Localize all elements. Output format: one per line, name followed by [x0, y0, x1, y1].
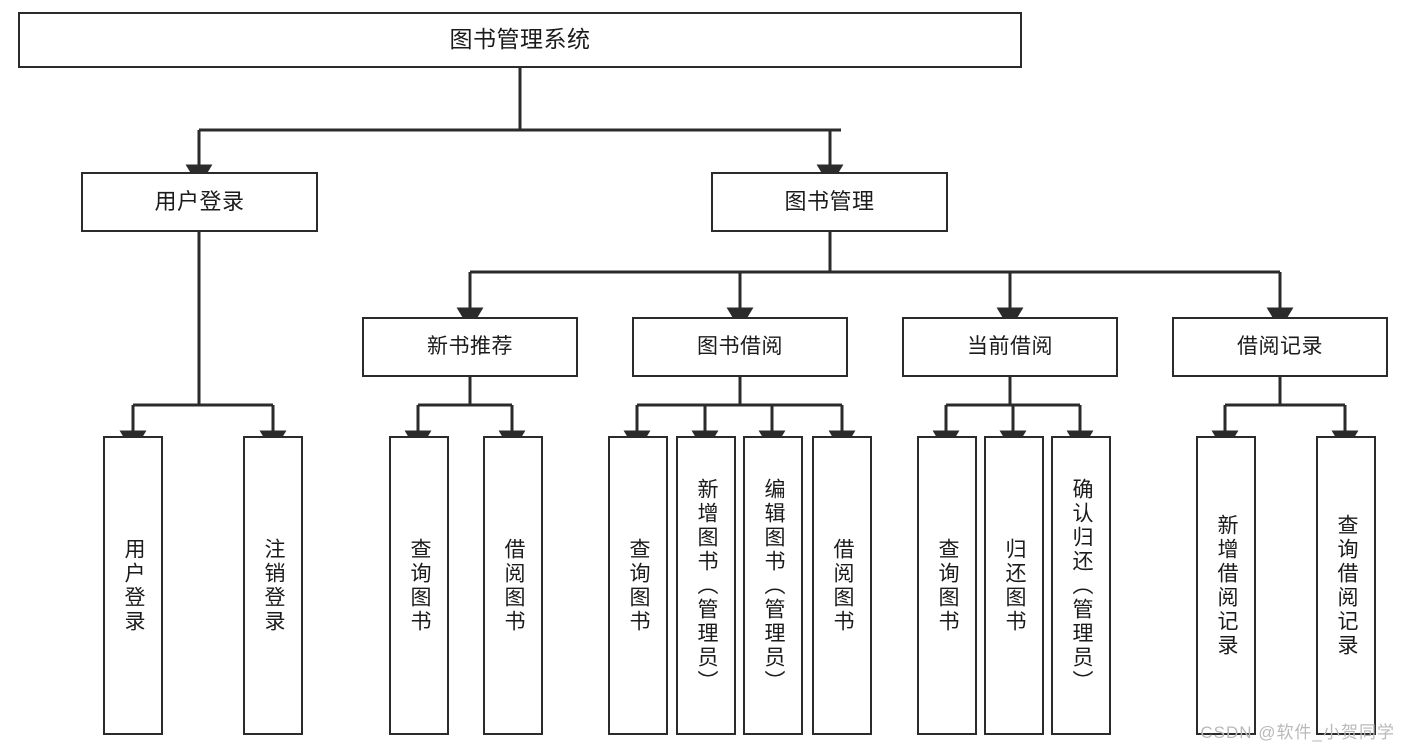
leaf-borrow-book[interactable]: 借阅图书	[812, 436, 872, 735]
leaf-query-book-recommend[interactable]: 查询图书	[389, 436, 449, 735]
node-book-management[interactable]: 图书管理	[711, 172, 948, 232]
leaf-confirm-return-label: 确认归还（管理员）	[1070, 477, 1094, 694]
node-new-book-recommend-label: 新书推荐	[427, 334, 513, 358]
node-borrow-record-label: 借阅记录	[1237, 334, 1323, 358]
node-user-login[interactable]: 用户登录	[81, 172, 318, 232]
leaf-logout-label: 注销登录	[262, 537, 286, 634]
leaf-query-book-recommend-label: 查询图书	[408, 537, 432, 634]
leaf-query-book-borrow[interactable]: 查询图书	[608, 436, 668, 735]
leaf-return-book[interactable]: 归还图书	[984, 436, 1044, 735]
node-current-borrow-label: 当前借阅	[967, 334, 1053, 358]
node-book-borrow[interactable]: 图书借阅	[632, 317, 848, 377]
node-user-login-label: 用户登录	[154, 189, 245, 215]
leaf-query-book-borrow-label: 查询图书	[627, 537, 651, 634]
csdn-watermark: CSDN @软件_小贺同学	[1200, 723, 1395, 742]
leaf-add-book-label: 新增图书（管理员）	[695, 477, 719, 694]
leaf-user-login-label: 用户登录	[122, 537, 146, 634]
leaf-borrow-book-recommend[interactable]: 借阅图书	[483, 436, 543, 735]
node-new-book-recommend[interactable]: 新书推荐	[362, 317, 578, 377]
node-root-label: 图书管理系统	[449, 26, 591, 53]
leaf-add-borrow-record-label: 新增借阅记录	[1215, 513, 1239, 658]
leaf-add-borrow-record[interactable]: 新增借阅记录	[1196, 436, 1256, 735]
leaf-edit-book[interactable]: 编辑图书（管理员）	[743, 436, 803, 735]
node-borrow-record[interactable]: 借阅记录	[1172, 317, 1388, 377]
leaf-query-book-current[interactable]: 查询图书	[917, 436, 977, 735]
leaf-logout[interactable]: 注销登录	[243, 436, 303, 735]
leaf-edit-book-label: 编辑图书（管理员）	[762, 477, 786, 694]
leaf-return-book-label: 归还图书	[1003, 537, 1027, 634]
leaf-confirm-return[interactable]: 确认归还（管理员）	[1051, 436, 1111, 735]
leaf-query-borrow-record[interactable]: 查询借阅记录	[1316, 436, 1376, 735]
leaf-query-book-current-label: 查询图书	[936, 537, 960, 634]
leaf-borrow-book-label: 借阅图书	[831, 537, 855, 634]
leaf-user-login[interactable]: 用户登录	[103, 436, 163, 735]
node-root-system[interactable]: 图书管理系统	[18, 12, 1022, 68]
node-book-management-label: 图书管理	[784, 189, 875, 215]
leaf-query-borrow-record-label: 查询借阅记录	[1335, 513, 1359, 658]
node-current-borrow[interactable]: 当前借阅	[902, 317, 1118, 377]
node-book-borrow-label: 图书借阅	[697, 334, 783, 358]
leaf-add-book[interactable]: 新增图书（管理员）	[676, 436, 736, 735]
leaf-borrow-book-recommend-label: 借阅图书	[502, 537, 526, 634]
